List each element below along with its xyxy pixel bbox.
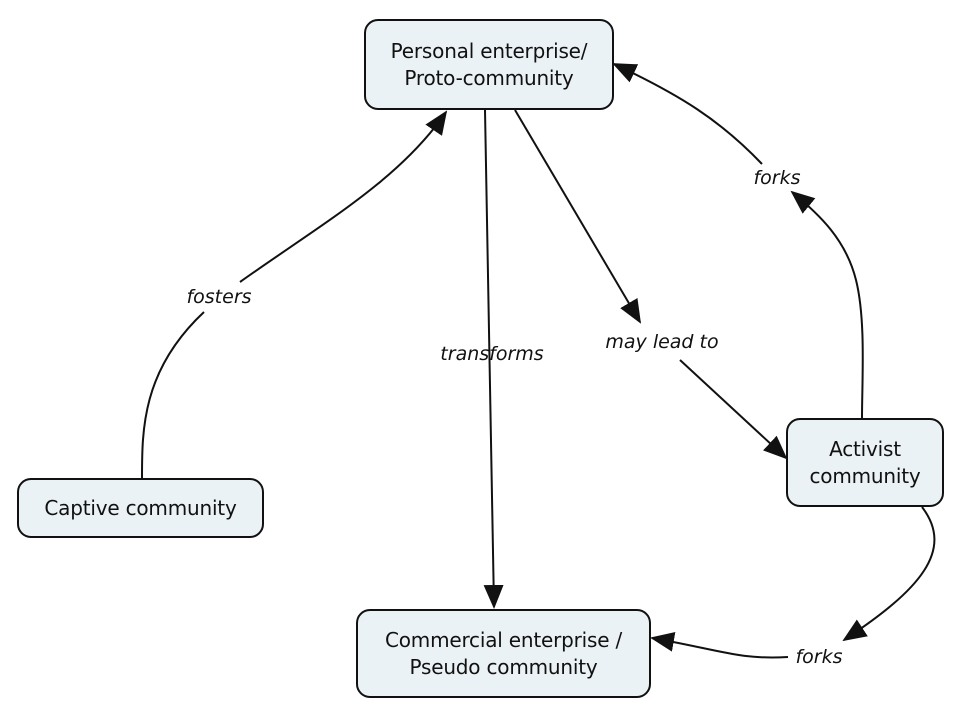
connector-forks-up-upper bbox=[612, 63, 763, 165]
node-personal-enterprise-label: Personal enterprise/ Proto-community bbox=[390, 38, 588, 90]
connector-forks-up-lower bbox=[790, 190, 864, 419]
connector-forks-down-upper bbox=[842, 506, 936, 642]
node-activist-community[interactable]: Activist community bbox=[786, 418, 944, 507]
connector-fosters-upper bbox=[239, 110, 448, 283]
link-label-transforms[interactable]: transforms bbox=[440, 343, 544, 365]
node-captive-community[interactable]: Captive community bbox=[17, 478, 264, 538]
link-label-may-lead-to[interactable]: may lead to bbox=[602, 331, 722, 353]
connector-may-lead-to-lower bbox=[679, 359, 788, 460]
link-label-forks-up[interactable]: forks bbox=[750, 167, 804, 189]
link-label-fosters[interactable]: fosters bbox=[183, 286, 255, 308]
node-captive-community-label: Captive community bbox=[44, 495, 237, 520]
node-commercial-enterprise[interactable]: Commercial enterprise / Pseudo community bbox=[356, 609, 651, 698]
node-commercial-enterprise-label: Commercial enterprise / Pseudo community bbox=[384, 627, 623, 679]
connector-fosters-lower bbox=[141, 311, 205, 479]
connector-may-lead-to-upper bbox=[514, 109, 642, 324]
node-personal-enterprise[interactable]: Personal enterprise/ Proto-community bbox=[364, 19, 614, 110]
node-activist-community-label: Activist community bbox=[809, 436, 921, 488]
connector-forks-down-lower bbox=[650, 631, 789, 659]
connector-transforms bbox=[483, 109, 504, 609]
link-label-forks-down[interactable]: forks bbox=[792, 646, 846, 668]
